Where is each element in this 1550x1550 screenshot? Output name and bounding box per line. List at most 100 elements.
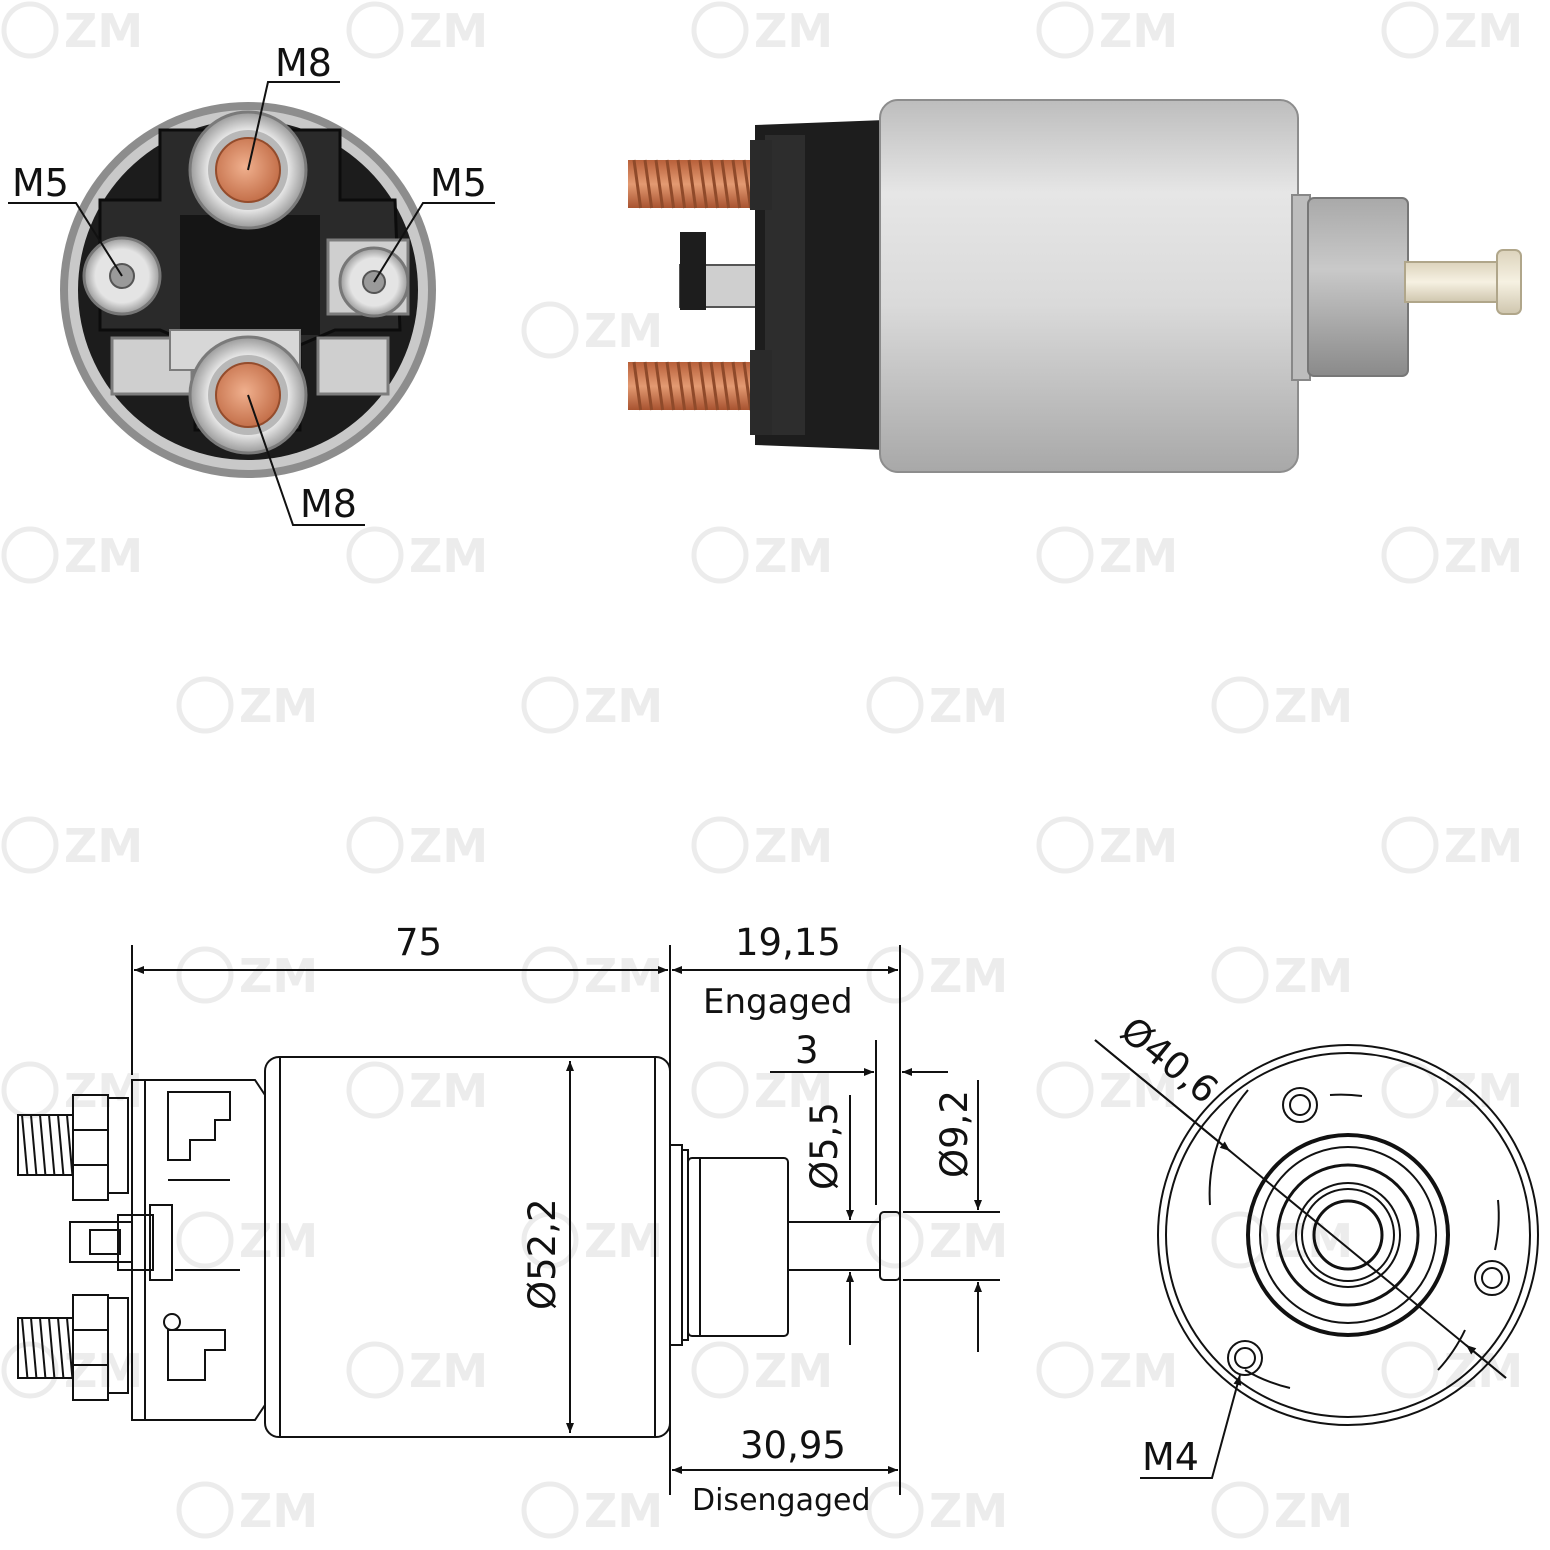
terminal-m5-right (326, 238, 410, 318)
thread-line (720, 361, 731, 411)
watermark-text: ZM (584, 1214, 663, 1268)
thread-line (687, 361, 698, 411)
watermark-text: ZM (584, 304, 663, 358)
watermark-text: ZM (1099, 529, 1178, 583)
label-disengaged: Disengaged (692, 1483, 871, 1518)
thread-line (66, 1114, 74, 1176)
watermark-text: ZM (239, 679, 318, 733)
thread-line (665, 159, 676, 209)
watermark-logo: ZM (866, 676, 1008, 734)
thread-line (57, 1114, 65, 1176)
watermark-text: ZM (1444, 529, 1523, 583)
watermark-logo: ZM (1036, 1341, 1178, 1399)
stud-top (628, 159, 753, 209)
watermark-logo: ZM (1381, 816, 1523, 874)
watermark-logo: ZM (691, 816, 833, 874)
watermark-logo: ZM (176, 946, 318, 1004)
watermark-text: ZM (929, 1484, 1008, 1538)
thread-line (39, 1114, 47, 1176)
watermark-text: ZM (1099, 1064, 1178, 1118)
thread-line (720, 159, 731, 209)
label-m5-right: M5 (430, 161, 487, 205)
watermark-logo: ZM (1036, 816, 1178, 874)
dim-stroke-engaged: 19,15 (735, 921, 841, 964)
watermark-text: ZM (929, 1214, 1008, 1268)
watermark-text: ZM (1274, 949, 1353, 1003)
watermark-logo: ZM (521, 301, 663, 359)
photo-labels (8, 81, 495, 526)
dim-body-length: 75 (395, 921, 442, 964)
watermark-text: ZM (754, 4, 833, 58)
watermark-text: ZM (929, 949, 1008, 1003)
thread-line (66, 1317, 74, 1379)
watermark-logo: ZM (691, 1341, 833, 1399)
dim-tip-diameter: Ø9,2 (933, 1090, 976, 1178)
thread-line (643, 361, 654, 411)
watermark-logo: ZM (1036, 1, 1178, 59)
watermark-text: ZM (754, 1344, 833, 1398)
watermark-logo: ZM (691, 526, 833, 584)
thread-line (742, 159, 753, 209)
thread-line (21, 1317, 29, 1379)
watermark-logo: ZM (1381, 1061, 1523, 1119)
thread-line (698, 159, 709, 209)
thread-line (709, 159, 720, 209)
watermark-logo: ZM (346, 1, 488, 59)
watermark-text: ZM (1099, 1344, 1178, 1398)
watermark-text: ZM (409, 529, 488, 583)
watermark-text: ZM (1444, 819, 1523, 873)
watermark-logo: ZM (346, 816, 488, 874)
thread-line (676, 361, 687, 411)
watermark-text: ZM (929, 679, 1008, 733)
watermark-text: ZM (1444, 1064, 1523, 1118)
watermark-logo: ZM (1, 1061, 143, 1119)
thread-line (654, 159, 665, 209)
watermark-logo: ZM (521, 1211, 663, 1269)
drawing-end-view (1094, 1039, 1539, 1479)
watermark-logo: ZM (866, 1481, 1008, 1539)
watermark-logo: ZM (1, 816, 143, 874)
dim-inner-diameter: Ø5,5 (803, 1102, 846, 1190)
thread-line (48, 1114, 56, 1176)
label-m8-bottom: M8 (300, 482, 357, 526)
watermark-logo: ZM (1381, 526, 1523, 584)
watermark-logo: ZM (521, 946, 663, 1004)
photo-side-view (628, 99, 1522, 473)
label-engaged: Engaged (703, 982, 853, 1022)
watermark-logo: ZM (1211, 1481, 1353, 1539)
watermark-logo: ZM (346, 1061, 488, 1119)
thread-line (731, 159, 742, 209)
watermark-text: ZM (239, 949, 318, 1003)
watermark-text: ZM (754, 529, 833, 583)
thread-line (698, 361, 709, 411)
dim-body-diameter: Ø52,2 (521, 1198, 564, 1310)
watermark-logo: ZM (346, 526, 488, 584)
watermark-logo: ZM (346, 1341, 488, 1399)
thread-line (687, 159, 698, 209)
watermark-text: ZM (1444, 1344, 1523, 1398)
thread-line (676, 159, 687, 209)
watermark-logo: ZM (1381, 1341, 1523, 1399)
drawing-stud-top (17, 1094, 129, 1201)
thread-line (665, 361, 676, 411)
watermark-text: ZM (409, 819, 488, 873)
watermark-text: ZM (754, 819, 833, 873)
thread-line (30, 1114, 38, 1176)
watermark-text: ZM (239, 1484, 318, 1538)
dim-plunger-tip: 3 (795, 1029, 819, 1072)
watermark-text: ZM (64, 1064, 143, 1118)
thread-line (21, 1114, 29, 1176)
thread-line (709, 361, 720, 411)
watermark-text: ZM (1274, 679, 1353, 733)
stud-bottom (628, 361, 753, 411)
watermark-text: ZM (64, 819, 143, 873)
watermark-logo: ZM (1, 526, 143, 584)
thread-line (654, 361, 665, 411)
watermark-text: ZM (409, 1344, 488, 1398)
watermark-logo: ZM (1211, 946, 1353, 1004)
thread-line (632, 159, 643, 209)
watermark-logo: ZM (1211, 676, 1353, 734)
watermark-logo: ZM (866, 946, 1008, 1004)
terminal-m8-bottom (188, 335, 308, 455)
